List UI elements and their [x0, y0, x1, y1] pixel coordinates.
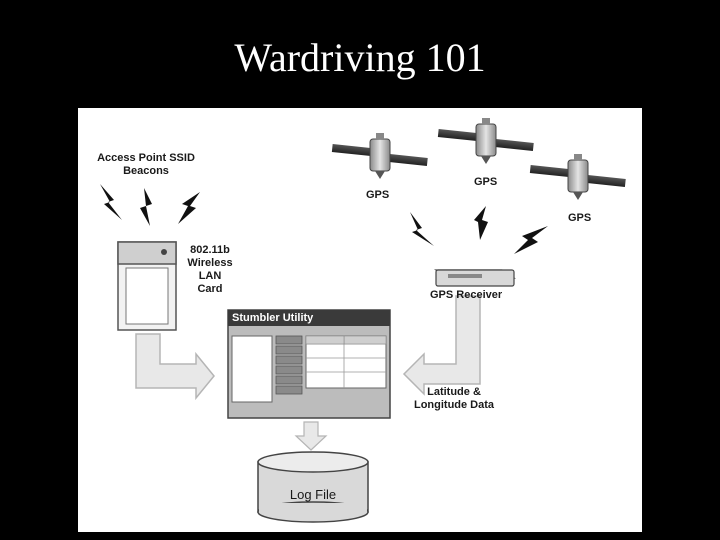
card-label: 802.11b Wireless LAN Card [180, 244, 240, 296]
gps-receiver-icon [434, 269, 516, 287]
beacon-label-line: Beacons [123, 165, 169, 177]
beacon-label: Access Point SSID Beacons [96, 152, 196, 178]
stumbler-utility-window [227, 309, 391, 419]
card-label-line: LAN [198, 270, 222, 282]
satellite-label: GPS [474, 176, 498, 188]
logfile-label: Log File [289, 487, 337, 502]
diagram-graphics [100, 118, 626, 523]
wardriving-diagram: Access Point SSID Beacons 802.11b Wirele… [78, 108, 642, 532]
beacon-signal-icon [100, 184, 200, 226]
satellite-label: GPS [568, 212, 592, 224]
arrow-receiver-to-utility-icon [402, 295, 481, 396]
gps-satellite-icon [331, 133, 428, 179]
receiver-label: GPS Receiver [430, 289, 503, 301]
arrow-card-to-utility-icon [135, 333, 215, 401]
card-label-line: Wireless [187, 257, 233, 269]
latlong-label: Latitude & Longitude Data [406, 386, 502, 412]
gps-satellite-icon [529, 154, 626, 200]
card-label-line: Card [197, 283, 223, 295]
utility-title: Stumbler Utility [232, 312, 314, 324]
gps-satellite-icon [437, 118, 534, 164]
satellite-label: GPS [366, 189, 390, 201]
gps-signal-icon [410, 206, 548, 254]
wireless-card-icon [117, 241, 177, 331]
latlong-label-line: Longitude Data [413, 399, 495, 411]
beacon-label-line: Access Point SSID [97, 152, 195, 164]
card-label-line: 802.11b [190, 244, 230, 256]
arrow-utility-to-log-icon [294, 421, 328, 451]
latlong-label-line: Latitude & [427, 386, 481, 398]
slide-title: Wardriving 101 [234, 35, 486, 80]
log-file-icon [257, 451, 369, 523]
